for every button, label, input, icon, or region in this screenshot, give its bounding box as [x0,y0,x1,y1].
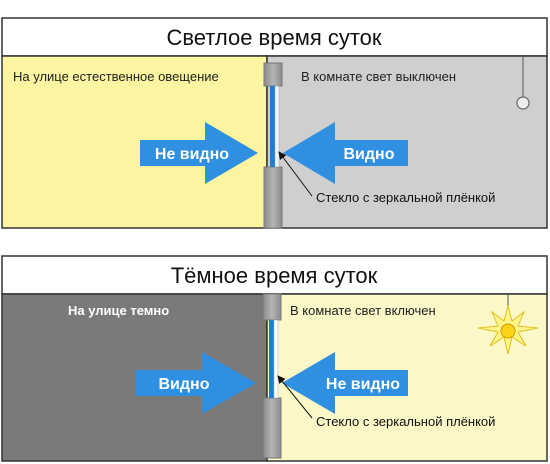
day-arrow-right-label: Видно [344,146,395,163]
night-arrow-left: Видно [136,352,256,414]
day-panel: Светлое время суток На улице естественно… [1,17,548,229]
day-glass-label: Стекло с зеркальной плёнкой [316,190,495,205]
night-glass-pane [273,319,279,399]
lamp-on-icon [477,294,539,355]
night-glass-film [269,320,274,398]
day-title-box [1,17,548,57]
day-arrow-right: Видно [283,122,408,184]
day-arrow-left-label: Не видно [155,146,229,163]
day-outside-label: На улице естественное овещение [13,69,219,84]
night-room-label: В комнате свет включен [290,303,436,318]
night-glass-label: Стекло с зеркальной плёнкой [316,414,495,429]
night-arrow-right-label: Не видно [326,376,400,393]
night-arrow-right: Не видно [282,352,408,414]
night-outside-label: На улице темно [68,303,169,318]
day-glass-film [270,86,275,167]
night-title-box [1,255,548,295]
day-frame-bottom [263,166,283,229]
night-glass-pointer [277,375,313,419]
day-title: Светлое время суток [166,25,381,50]
night-frame-top [262,293,282,321]
lamp-off-icon [516,56,530,110]
day-glass-pane [274,85,280,168]
day-room-label: В комнате свет выключен [301,69,456,84]
day-frame-top [263,62,283,87]
night-arrow-left-label: Видно [159,376,210,393]
night-title: Тёмное время суток [171,263,378,288]
day-arrow-left: Не видно [140,122,258,184]
night-panel: Тёмное время суток На улице темно В комн… [1,255,548,462]
night-frame-bottom [262,397,282,459]
day-glass-pointer [278,151,313,197]
